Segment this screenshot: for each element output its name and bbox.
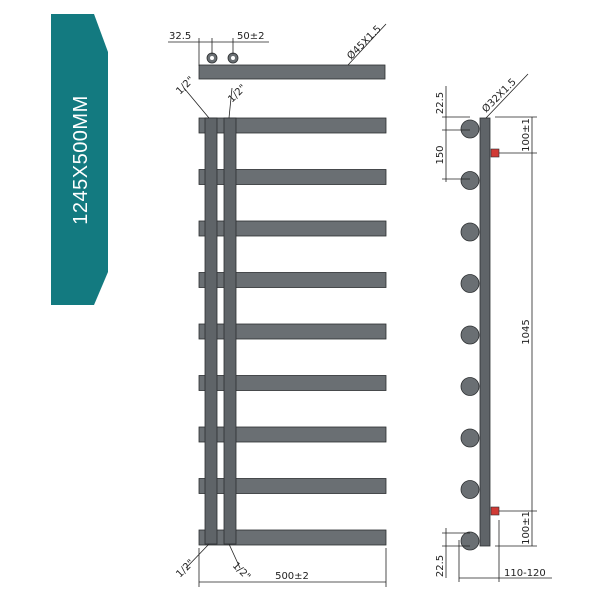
towel-bar bbox=[198, 117, 387, 134]
leader-bar-diameter bbox=[347, 23, 387, 66]
side-knobs bbox=[460, 119, 480, 551]
bar-end-section bbox=[460, 222, 480, 242]
bar-end-section bbox=[460, 119, 480, 139]
front-bars bbox=[198, 117, 387, 546]
bracket-bottom-label: 100±1 bbox=[521, 511, 532, 545]
height-between-label: 1045 bbox=[521, 319, 532, 344]
side-vertical-pipe bbox=[479, 117, 491, 547]
towel-bar bbox=[198, 220, 387, 237]
leader-bottom-right bbox=[228, 543, 241, 569]
top-left-connection: 1/2" bbox=[174, 75, 196, 97]
leader-top-left bbox=[183, 87, 210, 119]
front-top-strip: 32.5 50±2 Ø45X1.5 bbox=[168, 23, 387, 80]
bar-end-section bbox=[460, 531, 480, 551]
bottom-offset-label: 22.5 bbox=[435, 555, 446, 577]
bar-diameter-label: Ø45X1.5 bbox=[345, 23, 384, 62]
bar-end-section bbox=[460, 325, 480, 345]
bottom-right-connection: 1/2" bbox=[230, 560, 252, 582]
left-vertical-pipe bbox=[204, 117, 218, 545]
badge-label: 1245X500MM bbox=[70, 95, 92, 225]
towel-bar bbox=[198, 169, 387, 185]
leader-top-right bbox=[228, 87, 233, 119]
leader-bottom-left bbox=[185, 543, 210, 569]
bar-end-section bbox=[460, 428, 480, 448]
towel-bar bbox=[198, 375, 387, 391]
top-bar-plan bbox=[198, 64, 386, 80]
dim-spacing-label: 50±2 bbox=[237, 31, 264, 42]
right-vertical-pipe bbox=[223, 117, 237, 545]
size-badge: 1245X500MM bbox=[51, 14, 108, 305]
towel-bar bbox=[198, 323, 387, 340]
top-offset-label: 22.5 bbox=[435, 92, 446, 114]
wall-bracket-bottom bbox=[490, 506, 500, 516]
top-right-connection: 1/2" bbox=[226, 83, 248, 105]
bar-end-section bbox=[460, 377, 480, 396]
towel-bar bbox=[198, 478, 387, 494]
bar-pitch-label: 150 bbox=[435, 145, 446, 164]
bracket-top-label: 100±1 bbox=[521, 118, 532, 152]
pipe-diameter-label: Ø32X1.5 bbox=[480, 76, 519, 115]
front-view: 1/2" 1/2" 1/2" 1/2" 500±2 bbox=[174, 75, 387, 587]
badge-shape bbox=[51, 14, 108, 305]
width-label: 500±2 bbox=[275, 571, 309, 582]
bar-end-section bbox=[460, 480, 480, 499]
inlet-right-hole bbox=[231, 56, 235, 60]
dim-offset-label: 32.5 bbox=[169, 31, 191, 42]
leader-pipe-diameter bbox=[485, 73, 529, 119]
bar-end-section bbox=[460, 171, 480, 190]
inlet-left-hole bbox=[210, 56, 214, 60]
depth-label: 110-120 bbox=[504, 568, 546, 579]
bar-end-section bbox=[460, 274, 480, 293]
towel-bar bbox=[198, 529, 387, 546]
towel-bar bbox=[198, 272, 387, 288]
side-view: 22.5 150 22.5 Ø32X1.5 100±1 1045 100±1 1… bbox=[435, 73, 552, 582]
bottom-left-connection: 1/2" bbox=[174, 558, 196, 580]
wall-bracket-top bbox=[490, 148, 500, 158]
towel-bar bbox=[198, 426, 387, 443]
